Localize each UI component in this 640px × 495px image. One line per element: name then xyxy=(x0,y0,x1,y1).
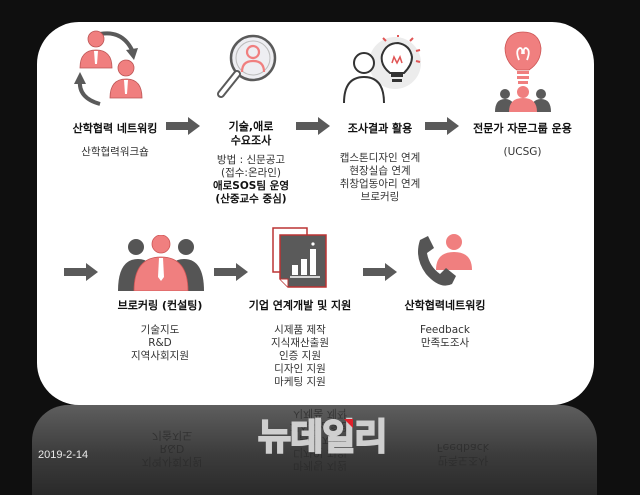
document-chart-icon xyxy=(272,227,327,288)
arrow-right-icon xyxy=(214,263,248,281)
step-desc-line: 지역사회지원 xyxy=(131,350,189,362)
step-desc-line: 만족도조사 xyxy=(420,337,470,349)
arrow-right-icon xyxy=(363,263,397,281)
people-cycle-icon xyxy=(74,30,143,106)
step-desc-line: (산중교수 중심) xyxy=(215,193,287,205)
step-desc-line: 지식재산출원 xyxy=(271,337,329,349)
step-desc-line: 브로커링 xyxy=(360,191,400,203)
step-desc-line: 애로SOS팀 운영 xyxy=(212,180,289,192)
step-survey-results: 조사결과 활용 캡스톤디자인 연계 현장실습 연계 취창업동아리 연계 브로커링 xyxy=(320,122,440,204)
newspaper-logo: 뉴데일리 xyxy=(257,416,388,459)
step-corporate-support: 기업 연계개발 및 지원 시제품 제작 지식재산출원 인증 지원 디자인 지원 … xyxy=(240,299,360,389)
step-desc-line: 디자인 지원 xyxy=(274,363,326,375)
step-title: 조사결과 활용 xyxy=(347,122,413,135)
arrow-right-icon xyxy=(296,117,330,135)
step-desc-line: 취창업동아리 연계 xyxy=(339,178,421,190)
step-title: 산학협력네트워킹 xyxy=(404,299,486,312)
date-stamp: 2019-2-14 xyxy=(38,449,89,461)
step-title: 전문가 자문그룹 운용 xyxy=(473,122,572,135)
team-icon xyxy=(118,235,204,291)
person-lightbulb-icon xyxy=(343,35,421,104)
arrow-right-icon xyxy=(425,117,459,135)
step-title: 기업 연계개발 및 지원 xyxy=(248,299,352,312)
step-desc-line: R&D xyxy=(148,337,172,349)
arrow-right-icon xyxy=(64,263,98,281)
step-title-line: 기술,애로 xyxy=(228,120,274,133)
step-desc-line: (접수:온라인) xyxy=(220,167,282,179)
reflection-text: 지역사회지원 R&D 기술지도 xyxy=(141,429,203,468)
step-desc-line: 캡스톤디자인 연계 xyxy=(339,152,421,164)
logo-red-mark-icon xyxy=(344,419,353,428)
phone-person-icon xyxy=(418,234,472,286)
step-desc-line: 기술지도 xyxy=(140,324,180,336)
step-title-line: 수요조사 xyxy=(230,134,272,147)
step-feedback: 산학협력네트워킹 Feedback 만족도조사 xyxy=(385,299,505,350)
reflection-text: 만족도조사 Feedback xyxy=(436,441,490,467)
step-advisory-group: 전문가 자문그룹 운용 (UCSG) xyxy=(460,122,585,159)
step-desc-line: 현장실습 연계 xyxy=(349,165,411,177)
step-networking: 산학협력 네트워킹 산학협력워크숍 xyxy=(55,122,175,159)
step-desc: 산학협력워크숍 xyxy=(81,146,149,158)
step-desc: (UCSG) xyxy=(503,146,542,158)
step-desc-line: 인증 지원 xyxy=(279,350,321,362)
step-brokering: 브로커링 (컨설팅) 기술지도 R&D 지역사회지원 xyxy=(100,299,220,363)
arrow-right-icon xyxy=(166,117,200,135)
step-desc-line: 방법 : 신문공고 xyxy=(216,154,286,166)
step-desc-line: 시제품 제작 xyxy=(274,324,326,336)
lightbulb-group-icon xyxy=(495,31,551,112)
step-demand-survey: 기술,애로 수요조사 방법 : 신문공고 (접수:온라인) 애로SOS팀 운영 … xyxy=(196,120,306,206)
step-title: 브로커링 (컨설팅) xyxy=(117,299,203,312)
step-desc-line: 마케팅 지원 xyxy=(274,376,326,388)
logo-text: 뉴데일리 xyxy=(257,416,388,459)
step-title: 산학협력 네트워킹 xyxy=(72,122,158,135)
step-desc-line: Feedback xyxy=(419,324,470,336)
magnifier-person-icon xyxy=(217,34,277,98)
